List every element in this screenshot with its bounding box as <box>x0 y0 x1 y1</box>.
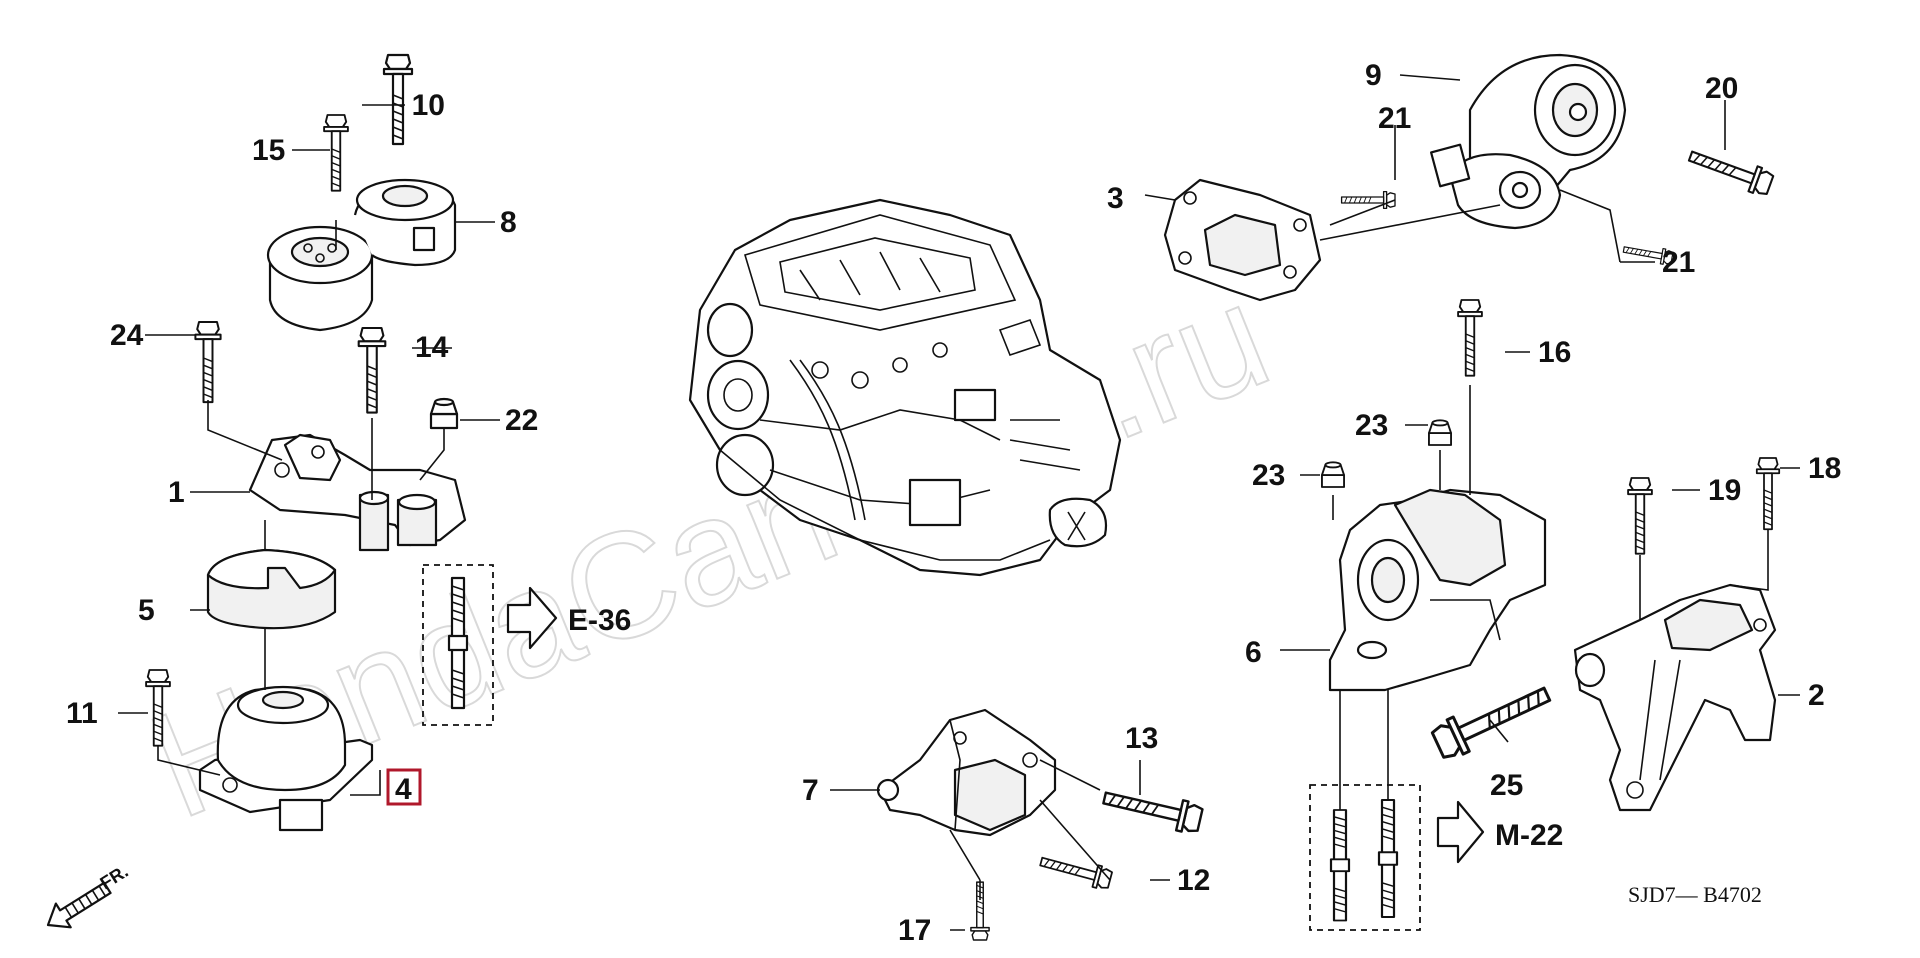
nut-22[interactable] <box>429 397 459 430</box>
callout-7[interactable]: 7 <box>802 774 819 807</box>
bolt-14[interactable] <box>357 326 387 414</box>
callout-8[interactable]: 8 <box>500 206 517 239</box>
callout-13[interactable]: 13 <box>1125 722 1158 755</box>
callout-6[interactable]: 6 <box>1245 636 1262 669</box>
bracket-2[interactable] <box>1573 583 1777 812</box>
bolt-21-top[interactable] <box>1340 190 1396 210</box>
callout-4[interactable]: 4 <box>395 773 412 806</box>
callout-21-right[interactable]: 21 <box>1662 246 1695 279</box>
callout-16[interactable]: 16 <box>1538 336 1571 369</box>
pad-5[interactable] <box>206 548 337 630</box>
callout-10[interactable]: 10 <box>412 89 445 122</box>
callout-24[interactable]: 24 <box>110 319 144 352</box>
bolt-25[interactable] <box>1428 675 1557 764</box>
callout-1[interactable]: 1 <box>168 476 185 509</box>
bolt-10[interactable] <box>382 53 414 146</box>
callout-14[interactable]: 14 <box>415 331 449 364</box>
callout-19[interactable]: 19 <box>1708 474 1741 507</box>
bracket-1[interactable] <box>248 433 467 552</box>
stud-e36[interactable] <box>422 564 494 726</box>
callout-18[interactable]: 18 <box>1808 452 1841 485</box>
callout-23-b[interactable]: 23 <box>1252 459 1285 492</box>
ref-e36[interactable]: E-36 <box>568 604 631 637</box>
bolt-15[interactable] <box>323 114 349 192</box>
torque-rod-9[interactable] <box>1430 53 1627 230</box>
callout-4-highlight <box>386 768 422 806</box>
rear-mount-8[interactable] <box>266 178 457 332</box>
callout-5[interactable]: 5 <box>138 594 155 627</box>
callout-2[interactable]: 2 <box>1808 679 1825 712</box>
leader-lines <box>118 74 1800 931</box>
callout-21-top[interactable]: 21 <box>1378 102 1411 135</box>
arrow-e36 <box>506 586 558 650</box>
side-mount-6[interactable] <box>1328 488 1547 692</box>
callout-20[interactable]: 20 <box>1705 72 1738 105</box>
callout-17[interactable]: 17 <box>898 914 931 947</box>
callout-12[interactable]: 12 <box>1177 864 1210 897</box>
bracket-3[interactable] <box>1163 178 1322 302</box>
bolt-24[interactable] <box>194 321 222 404</box>
nut-23-b[interactable] <box>1321 461 1345 488</box>
bracket-7[interactable] <box>876 708 1057 837</box>
callout-9[interactable]: 9 <box>1365 59 1382 92</box>
diagram-code: SJD7— B4702 <box>1628 882 1762 907</box>
front-direction-arrow <box>46 881 112 929</box>
engine-assembly[interactable] <box>688 198 1122 577</box>
callout-22[interactable]: 22 <box>505 404 538 437</box>
arrow-m22 <box>1436 800 1485 864</box>
nut-23-a[interactable] <box>1428 419 1452 446</box>
callout-25[interactable]: 25 <box>1490 769 1523 802</box>
studs-m22[interactable] <box>1309 784 1421 931</box>
front-mount-4[interactable] <box>198 685 374 832</box>
bolt-16[interactable] <box>1457 299 1483 377</box>
bolt-19[interactable] <box>1627 477 1653 555</box>
bolt-20[interactable] <box>1684 142 1776 199</box>
bolt-18[interactable] <box>1755 457 1781 531</box>
bolt-13[interactable] <box>1099 781 1205 837</box>
callout-23-a[interactable]: 23 <box>1355 409 1388 442</box>
callout-3[interactable]: 3 <box>1107 182 1124 215</box>
callout-15[interactable]: 15 <box>252 134 285 167</box>
ref-m22[interactable]: M-22 <box>1495 819 1563 852</box>
callout-11[interactable]: 11 <box>66 697 98 730</box>
